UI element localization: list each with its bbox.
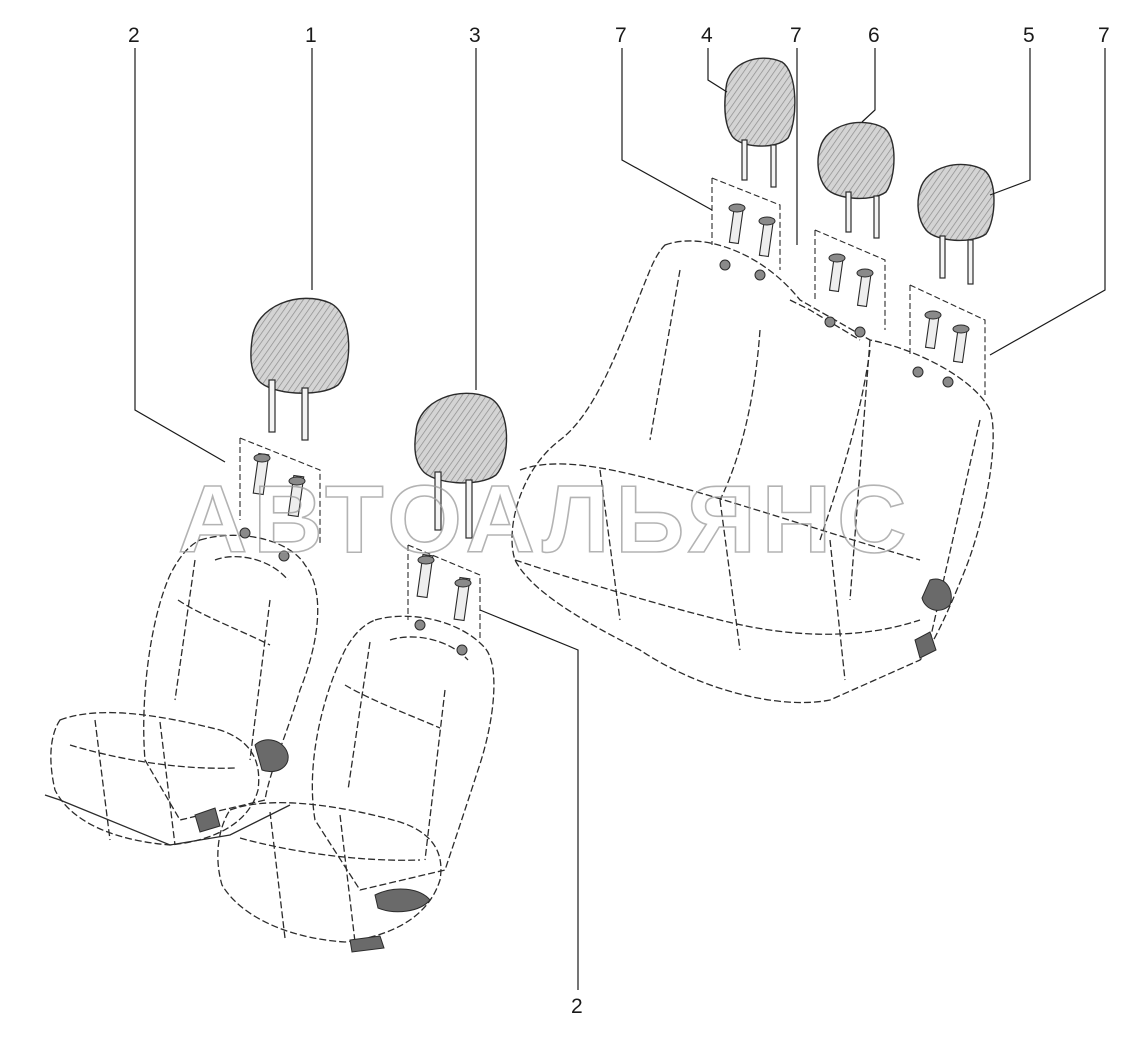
front-left-seat <box>44 527 319 846</box>
callout-7-left: 7 <box>615 24 627 47</box>
callout-3: 3 <box>469 24 481 47</box>
callout-numbers: 2 1 3 7 4 7 6 5 7 2 <box>128 24 1110 1018</box>
callout-7-middle: 7 <box>790 24 802 47</box>
leader-7a <box>621 48 713 211</box>
rear-center-headrest <box>814 121 895 330</box>
front-right-headrest <box>407 392 508 640</box>
leader-7c <box>989 48 1106 356</box>
leader-4 <box>707 48 728 93</box>
front-left-headrest <box>239 297 350 545</box>
callout-4: 4 <box>701 24 713 47</box>
leader-lines <box>134 48 1106 990</box>
callout-2-bottom: 2 <box>571 995 583 1018</box>
front-right-seat <box>217 615 495 953</box>
leader-2a <box>134 48 226 463</box>
leader-6 <box>861 48 876 123</box>
callout-1: 1 <box>305 24 317 47</box>
leader-5 <box>989 48 1031 196</box>
callout-2-left: 2 <box>128 24 140 47</box>
leader-2b <box>479 609 579 990</box>
rear-left-headrest <box>711 57 796 270</box>
rear-bench-seat <box>511 240 994 704</box>
rear-right-headrest <box>909 163 995 395</box>
callout-5: 5 <box>1023 24 1035 47</box>
watermark-text: АВТОАЛЬЯНС <box>178 466 912 573</box>
callout-7-right: 7 <box>1098 24 1110 47</box>
callout-6: 6 <box>868 24 880 47</box>
